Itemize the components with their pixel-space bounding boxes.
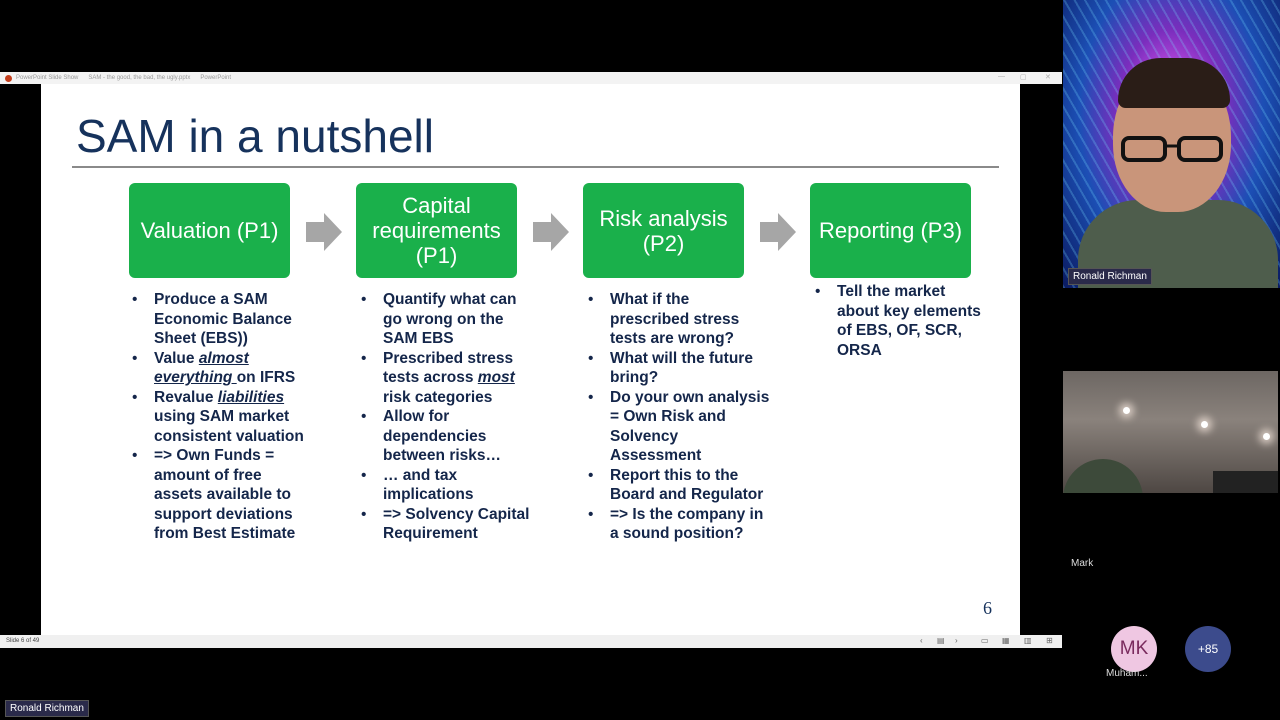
avatar-name: Muham... [1106, 668, 1148, 679]
normal-view-icon[interactable]: ▭ [981, 636, 989, 645]
slide[interactable]: SAM in a nutshell Valuation (P1) Capital… [41, 84, 1020, 635]
participant-name-mark: Mark [1071, 558, 1094, 569]
list-item: •Produce a SAM Economic Balance Sheet (E… [132, 291, 292, 347]
slide-title: SAM in a nutshell [76, 110, 434, 162]
list-item: •… and tax implications [361, 466, 474, 504]
bullet-icon: • [132, 349, 138, 367]
bullet-list-valuation: •Produce a SAM Economic Balance Sheet (E… [130, 290, 310, 544]
app-title: PowerPoint Slide Show [16, 75, 79, 81]
list-item: •What will the future bring? [588, 349, 753, 387]
presenter-view-icon[interactable]: ⊞ [1046, 636, 1053, 645]
ppt-titlebar: PowerPoint Slide Show SAM - the good, th… [0, 72, 1062, 84]
bullet-icon: • [815, 283, 821, 300]
list-item: •Prescribed stress tests across most ris… [361, 349, 515, 406]
powerpoint-icon [5, 74, 12, 82]
bullet-list-capital: •Quantify what can go wrong on the SAM E… [359, 290, 539, 544]
speaker-name-tag: Ronald Richman [1068, 268, 1152, 285]
bullet-icon: • [361, 349, 367, 367]
bullet-icon: • [361, 408, 367, 425]
slide-menu-icon[interactable]: ▤ [937, 636, 945, 645]
avatar[interactable]: MK [1111, 626, 1157, 672]
bullet-icon: • [132, 291, 138, 308]
list-item: •=> Is the company in a sound position? [588, 505, 764, 543]
list-item: •=> Own Funds = amount of free assets av… [132, 447, 296, 542]
bullet-icon: • [588, 466, 594, 484]
bullet-icon: • [588, 291, 594, 308]
bullet-icon: • [132, 447, 138, 464]
bottom-speaker-label: Ronald Richman [5, 700, 89, 717]
video-tile-mark[interactable] [1063, 371, 1278, 493]
bullet-icon: • [361, 466, 367, 484]
list-item: •Tell the market about key elements of E… [815, 283, 981, 359]
list-item: •Quantify what can go wrong on the SAM E… [361, 291, 517, 347]
slide-indicator: Slide 6 of 49 [6, 638, 40, 644]
list-item: •Report this to the Board and Regulator [588, 466, 764, 504]
doc-title: SAM - the good, the bad, the ugly.pptx [88, 75, 191, 81]
bullet-icon: • [588, 505, 594, 523]
list-item: •What if the prescribed stress tests are… [588, 291, 740, 347]
bullet-icon: • [361, 505, 367, 523]
title-divider [72, 166, 999, 168]
box-risk-analysis: Risk analysis (P2) [583, 183, 744, 278]
bullet-icon: • [132, 388, 138, 406]
list-item: •Allow for dependencies between risks… [361, 408, 502, 464]
bullet-icon: • [588, 388, 594, 406]
list-item: •=> Solvency Capital Requirement [361, 505, 530, 543]
bullet-list-risk: •What if the prescribed stress tests are… [586, 290, 771, 544]
list-item: •Value almost everything on IFRS [132, 349, 296, 387]
glasses-shape [1121, 136, 1223, 162]
app-name: PowerPoint [200, 75, 232, 81]
list-item: •Revalue liabilities using SAM market co… [132, 388, 304, 445]
slide-sorter-icon[interactable]: ▦ [1002, 636, 1010, 645]
slide-page-number: 6 [983, 598, 992, 618]
bullet-list-reporting: •Tell the market about key elements of E… [813, 282, 983, 360]
video-tile-speaker[interactable]: Ronald Richman [1063, 0, 1280, 288]
minimize-icon[interactable]: — [998, 73, 1005, 80]
previous-slide-icon[interactable]: ‹ [920, 636, 923, 645]
slideshow-statusbar: Slide 6 of 49 ‹ ▤ › ▭ ▦ ▥ ⊞ [0, 635, 1062, 648]
box-capital-requirements: Capital requirements (P1) [356, 183, 517, 278]
close-icon[interactable]: ✕ [1045, 74, 1051, 81]
reading-view-icon[interactable]: ▥ [1024, 636, 1032, 645]
box-reporting: Reporting (P3) [810, 183, 971, 278]
bullet-icon: • [361, 291, 367, 308]
list-item: •Do your own analysis = Own Risk and Sol… [588, 388, 770, 465]
box-valuation: Valuation (P1) [129, 183, 290, 278]
next-slide-icon[interactable]: › [955, 636, 958, 645]
maximize-icon[interactable]: ▢ [1020, 74, 1027, 81]
more-participants-button[interactable]: +85 [1185, 626, 1231, 672]
bullet-icon: • [588, 349, 594, 367]
